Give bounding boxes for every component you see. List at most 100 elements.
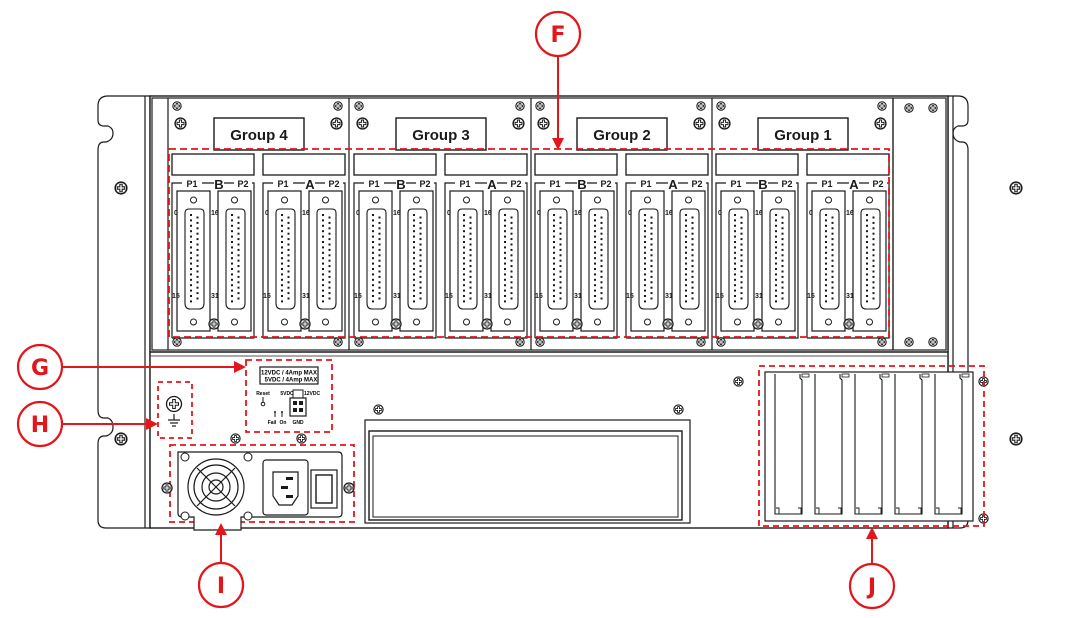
- label-strip: [534, 153, 618, 176]
- panel-screw-icon: [172, 337, 182, 347]
- dsub-connector-p1[interactable]: [539, 190, 574, 332]
- panel-screw-icon: [356, 117, 369, 130]
- panel-screw-icon: [333, 101, 343, 111]
- pin-label: 15: [716, 293, 724, 300]
- gnd-label: GND: [292, 420, 304, 426]
- 5vdc-label: 5VDC: [280, 391, 294, 397]
- rack-ear-left: [97, 95, 151, 529]
- rack-screw-icon: [1009, 432, 1023, 446]
- rating-line-2: 5VDC / 4Amp MAX: [265, 378, 318, 384]
- panel-screw-icon: [693, 117, 706, 130]
- panel-screw-icon: [843, 318, 855, 330]
- group-label-plate: [395, 117, 487, 151]
- fail-label: Fail: [268, 420, 277, 426]
- pin-label: 16: [211, 210, 219, 217]
- pin-label: 16: [574, 210, 582, 217]
- pin-label: 31: [755, 293, 763, 300]
- dsub-connector-p1[interactable]: [811, 190, 846, 332]
- dsub-connector-p1[interactable]: [630, 190, 665, 332]
- bank-label: B: [396, 177, 405, 192]
- expansion-slot[interactable]: [894, 374, 923, 515]
- dsub-connector-p2[interactable]: [217, 190, 252, 332]
- pin-label: 0: [356, 210, 360, 217]
- panel-screw-icon: [535, 101, 545, 111]
- dsub-connector-p1[interactable]: [449, 190, 484, 332]
- port-label-p1: P1: [368, 179, 379, 189]
- dsub-connector-p2[interactable]: [761, 190, 796, 332]
- fail-led: [274, 411, 276, 413]
- callout-h: H: [16, 400, 158, 448]
- panel-screw-icon: [481, 318, 493, 330]
- panel-screw-icon: [718, 117, 731, 130]
- 12vdc-label: 12VDC: [304, 391, 321, 397]
- rating-line-1: 12VDC / 4Amp MAX: [261, 371, 317, 377]
- panel-screw-icon: [515, 101, 525, 111]
- port-label-p1: P1: [459, 179, 470, 189]
- group-label: Group 1: [774, 127, 832, 144]
- label-strip: [806, 153, 890, 176]
- label-strip: [353, 153, 437, 176]
- pin-label: 15: [535, 293, 543, 300]
- dsub-connector-p2[interactable]: [580, 190, 615, 332]
- expansion-slot[interactable]: [814, 374, 843, 515]
- pin-label: 31: [574, 293, 582, 300]
- pin-label: 15: [807, 293, 815, 300]
- callout-g: G: [16, 343, 246, 391]
- port-label-p2: P2: [510, 179, 521, 189]
- label-strip: [171, 153, 255, 176]
- fan-icon: [187, 458, 245, 516]
- drive-bay-cover: [364, 419, 691, 524]
- dsub-connector-p2[interactable]: [308, 190, 343, 332]
- port-label-p1: P1: [186, 179, 197, 189]
- dsub-connector-p1[interactable]: [267, 190, 302, 332]
- dsub-connector-p2[interactable]: [399, 190, 434, 332]
- dsub-connector-p1[interactable]: [358, 190, 393, 332]
- power-status-block: 12VDC / 4Amp MAX 5VDC / 4Amp MAX Reset 5…: [245, 359, 333, 433]
- pin-label: 0: [447, 210, 451, 217]
- panel-screw-icon: [354, 101, 364, 111]
- panel-screw-icon: [333, 337, 343, 347]
- panel-screw-icon: [877, 337, 887, 347]
- panel-screw-icon: [733, 376, 744, 387]
- panel-screw-icon: [696, 337, 706, 347]
- panel-screw-icon: [537, 117, 550, 130]
- pin-label: 31: [665, 293, 673, 300]
- blank-panel: [892, 98, 938, 350]
- panel-screw-icon: [571, 318, 583, 330]
- pin-label: 16: [393, 210, 401, 217]
- dsub-connector-p2[interactable]: [671, 190, 706, 332]
- bank-label: A: [668, 177, 678, 192]
- port-label-p1: P1: [821, 179, 832, 189]
- pin-label: 31: [846, 293, 854, 300]
- label-strip: [625, 153, 709, 176]
- dsub-connector-p2[interactable]: [852, 190, 887, 332]
- label-strip: [715, 153, 799, 176]
- pin-label: 15: [263, 293, 271, 300]
- port-label-p2: P2: [600, 179, 611, 189]
- expansion-slots: [758, 365, 985, 527]
- power-switch[interactable]: [315, 474, 333, 504]
- rack-screw-icon: [1009, 181, 1023, 195]
- dsub-connector-p1[interactable]: [176, 190, 211, 332]
- callout-i: I: [197, 523, 245, 609]
- group-label: Group 2: [593, 127, 651, 144]
- pin-label: 0: [718, 210, 722, 217]
- dsub-connector-p1[interactable]: [720, 190, 755, 332]
- expansion-slot[interactable]: [934, 374, 963, 515]
- pin-label: 31: [393, 293, 401, 300]
- panel-screw-icon: [673, 404, 684, 415]
- dsub-connector-p2[interactable]: [490, 190, 525, 332]
- panel-screw-icon: [296, 433, 307, 444]
- panel-screw-icon: [230, 433, 241, 444]
- ground-screw: [157, 381, 193, 439]
- expansion-slot[interactable]: [774, 374, 803, 515]
- group-label-plate: [213, 117, 305, 151]
- port-label-p1: P1: [549, 179, 560, 189]
- expansion-slot[interactable]: [854, 374, 883, 515]
- reset-button[interactable]: [260, 401, 266, 407]
- pin-label: 15: [626, 293, 634, 300]
- pin-label: 15: [445, 293, 453, 300]
